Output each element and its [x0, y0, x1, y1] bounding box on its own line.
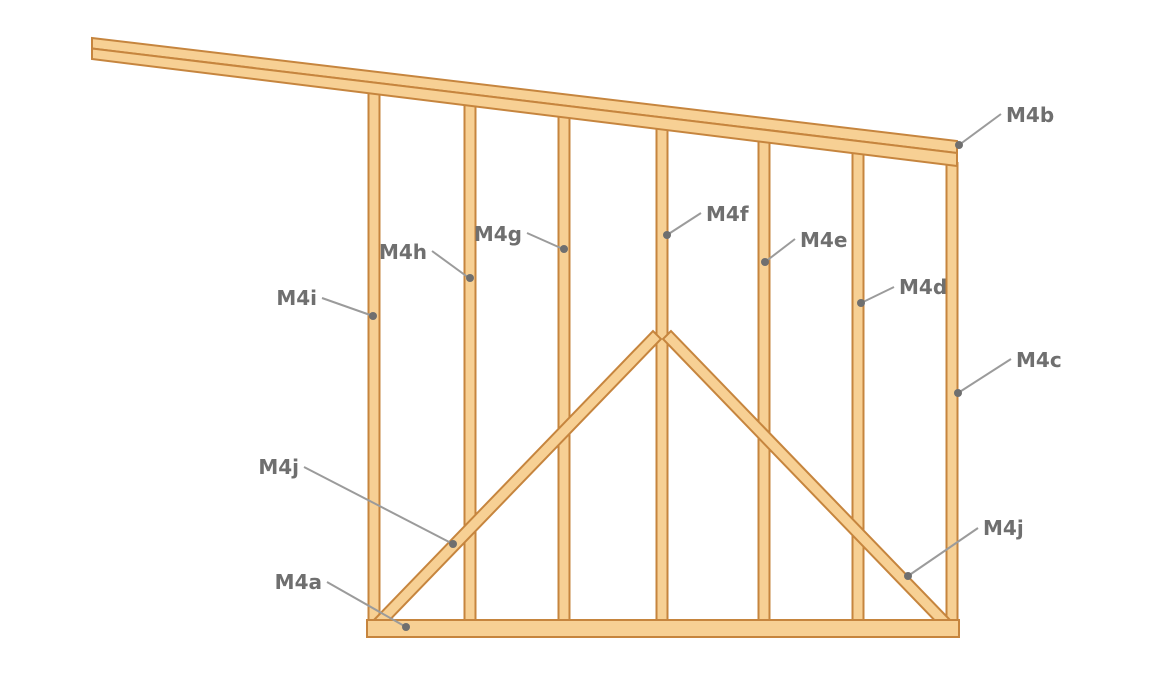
leader-dot	[466, 274, 474, 282]
leader-line	[907, 527, 979, 577]
label-m4g: M4g	[474, 222, 522, 246]
leader-dot	[761, 258, 769, 266]
leader-line	[666, 212, 702, 236]
callout-m4g: M4g	[474, 222, 568, 253]
leader-line	[764, 238, 796, 263]
callout-m4e: M4e	[761, 228, 847, 266]
leader-line	[958, 113, 1002, 146]
diagonal-brace-right-m4j	[661, 329, 953, 631]
leader-line	[321, 297, 374, 317]
leader-dot	[402, 623, 410, 631]
leader-dot	[560, 245, 568, 253]
label-m4h: M4h	[379, 240, 427, 264]
callout-m4h: M4h	[379, 240, 474, 282]
stud-m4e	[757, 139, 771, 625]
leader-dot	[449, 540, 457, 548]
stud-m4i	[367, 90, 381, 625]
leader-line	[326, 581, 407, 628]
callout-m4d: M4d	[857, 275, 947, 307]
callout-m4c: M4c	[954, 348, 1062, 397]
label-m4e: M4e	[800, 228, 847, 252]
label-m4f: M4f	[706, 202, 749, 226]
callout-m4a: M4a	[275, 570, 410, 631]
leader-line	[860, 286, 895, 304]
stud-m4f	[655, 126, 669, 625]
leader-dot	[904, 572, 912, 580]
leader-line	[431, 250, 470, 279]
label-m4j-left: M4j	[258, 455, 299, 479]
diagonal-brace-left-m4j	[371, 329, 663, 631]
leader-dot	[857, 299, 865, 307]
label-m4i: M4i	[276, 286, 317, 310]
callout-m4b: M4b	[955, 103, 1054, 149]
top-plate-upper-m4b	[91, 36, 958, 155]
callout-m4j-right: M4j	[904, 516, 1024, 580]
bottom-plate-m4a	[366, 619, 960, 638]
stud-m4h	[463, 102, 477, 625]
leader-line	[526, 232, 564, 250]
leader-dot	[663, 231, 671, 239]
label-m4a: M4a	[275, 570, 322, 594]
stud-m4d	[851, 150, 865, 625]
leader-line	[303, 466, 454, 545]
top-plate-lower-m4b	[91, 47, 958, 168]
label-m4j-right: M4j	[983, 516, 1024, 540]
leader-line	[957, 358, 1012, 394]
leader-dot	[369, 312, 377, 320]
callout-m4j-left: M4j	[258, 455, 457, 548]
label-m4c: M4c	[1016, 348, 1062, 372]
leader-dot	[954, 389, 962, 397]
callout-m4f: M4f	[663, 202, 749, 239]
stud-m4g	[557, 114, 571, 625]
leader-dot	[955, 141, 963, 149]
wall-frame	[91, 36, 960, 638]
label-m4b: M4b	[1006, 103, 1054, 127]
label-m4d: M4d	[899, 275, 947, 299]
callouts: M4b M4f M4g M4e M4h	[258, 103, 1062, 631]
callout-m4i: M4i	[276, 286, 377, 320]
